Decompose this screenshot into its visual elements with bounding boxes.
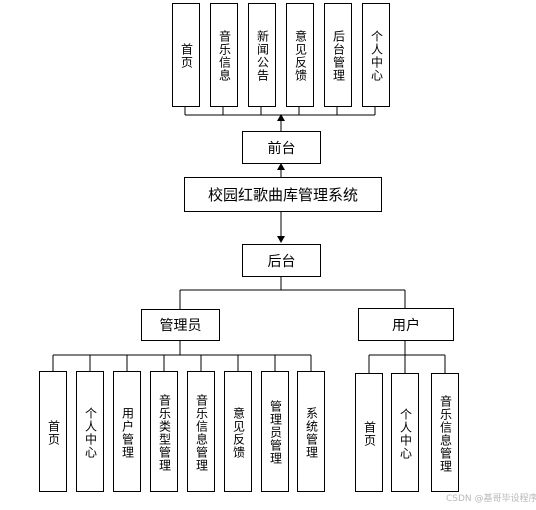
admin-node: 管理员 [141,309,220,341]
admin-module-music-info-mgmt: 音乐信息管理 [187,371,215,492]
backend-node: 后台 [242,244,321,277]
system-title: 校园红歌曲库管理系统 [184,177,382,212]
admin-module-admin-mgmt: 管理员管理 [261,371,289,492]
admin-module-home: 首页 [39,371,67,492]
admin-connectors [52,341,312,371]
user-module-music-info-mgmt: 音乐信息管理 [431,373,459,492]
user-node: 用户 [358,308,454,341]
frontend-module-music-info: 音乐信息 [210,3,238,107]
admin-module-feedback: 意见反馈 [224,371,252,492]
frontend-module-backend-mgmt: 后台管理 [324,3,352,107]
user-module-personal-center: 个人中心 [391,373,419,492]
admin-module-user-mgmt: 用户管理 [113,371,141,492]
admin-module-personal-center: 个人中心 [76,371,104,492]
frontend-node: 前台 [242,131,321,164]
frontend-module-news: 新闻公告 [248,3,276,107]
user-module-home: 首页 [355,373,383,492]
backend-connectors [179,277,406,309]
frontend-module-personal-center: 个人中心 [362,3,390,107]
user-connectors [368,341,446,373]
frontend-module-feedback: 意见反馈 [286,3,314,107]
admin-module-system-mgmt: 系统管理 [297,371,325,492]
frontend-connectors [184,107,376,131]
watermark: CSDN @基哥毕设程序 [446,494,536,504]
admin-module-music-type-mgmt: 音乐类型管理 [150,371,178,492]
frontend-module-home: 首页 [172,3,200,107]
